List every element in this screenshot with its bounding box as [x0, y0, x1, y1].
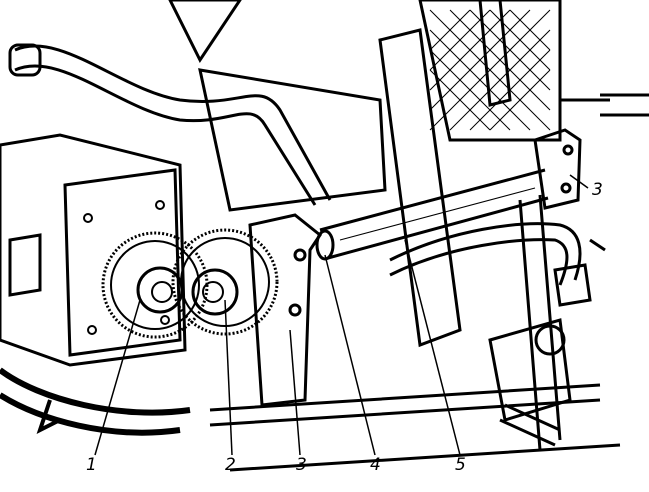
bracket-rear [533, 128, 582, 210]
bracket-front [248, 213, 323, 407]
callout-3-front: 3 [296, 455, 307, 475]
housing-box [0, 133, 191, 436]
pipes [8, 43, 649, 447]
rod-cylinder [315, 168, 549, 261]
callout-5: 5 [455, 455, 466, 475]
valve-block [488, 238, 606, 422]
callout-1: 1 [86, 455, 97, 475]
gear-2 [171, 228, 279, 336]
callout-4: 4 [370, 455, 381, 475]
callout-3-rear: 3 [592, 180, 603, 200]
frame [198, 0, 621, 472]
leader-lines [94, 174, 589, 456]
callout-2: 2 [225, 455, 236, 475]
gear-1 [101, 231, 209, 339]
mesh-grille [168, 0, 562, 142]
